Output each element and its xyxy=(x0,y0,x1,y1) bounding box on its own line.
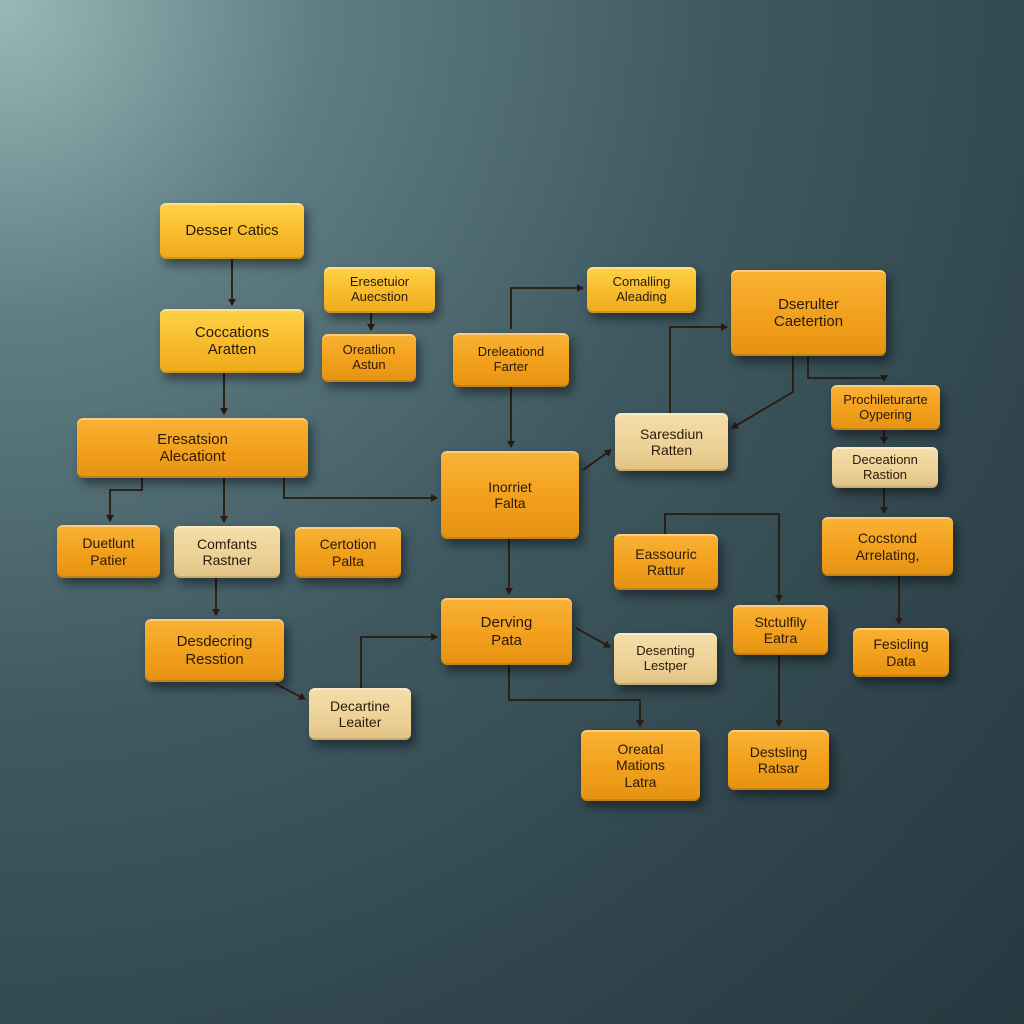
node-n18[interactable]: Dserulter Caetertion xyxy=(731,270,886,356)
node-label: Saresdiun Ratten xyxy=(639,425,704,458)
node-n1[interactable]: Desser Catics xyxy=(160,203,304,259)
node-n11[interactable]: Dreleationd Farter xyxy=(453,333,569,387)
edge-n7-n8 xyxy=(275,683,306,700)
node-label: Fesicling Data xyxy=(873,636,929,669)
node-label: Eresetuior Auecstion xyxy=(349,274,410,304)
edge-n18-n22 xyxy=(807,356,888,382)
node-n5[interactable]: Comfants Rastner xyxy=(174,526,280,578)
node-label: Cocstond Arrelating, xyxy=(855,530,920,563)
node-label: Eresatsion Alecationt xyxy=(157,430,228,465)
node-n12[interactable]: Comalling Aleading xyxy=(587,267,696,313)
node-n22[interactable]: Prochileturarte Oypering xyxy=(831,385,940,430)
edge-n17-n18 xyxy=(669,323,728,413)
node-label: Coccations Aratten xyxy=(194,323,270,358)
node-label: Oreatal Mations Latra xyxy=(615,741,666,790)
edge-n3-n4 xyxy=(106,478,143,522)
node-label: Derving Pata xyxy=(480,614,533,649)
node-n9[interactable]: Eresetuior Auecstion xyxy=(324,267,435,313)
edge-n3-n13 xyxy=(283,478,438,502)
node-label: Oreatlion Astun xyxy=(342,342,396,372)
node-n24[interactable]: Cocstond Arrelating, xyxy=(822,517,953,576)
edge-n13-n17 xyxy=(582,449,612,471)
edge-n11-n12 xyxy=(510,284,584,329)
node-n15[interactable]: Desenting Lestper xyxy=(614,633,717,685)
node-n19[interactable]: Eassouric Rattur xyxy=(614,534,718,590)
node-n8[interactable]: Decartine Leaiter xyxy=(309,688,411,740)
edge-n18-n17 xyxy=(731,356,794,429)
node-label: Dreleationd Farter xyxy=(477,344,545,374)
node-label: Duetlunt Patier xyxy=(82,535,135,568)
node-label: Destsling Ratsar xyxy=(749,743,808,776)
node-n23[interactable]: Deceationn Rastion xyxy=(832,447,938,488)
node-label: Comfants Rastner xyxy=(197,535,257,568)
edge-n14-n15 xyxy=(575,627,611,648)
node-n2[interactable]: Coccations Aratten xyxy=(160,309,304,373)
node-label: Decartine Leaiter xyxy=(330,697,390,730)
node-label: Desser Catics xyxy=(185,222,279,240)
edge-n8-n14 xyxy=(360,633,438,688)
node-label: Inorriet Falta xyxy=(488,478,532,511)
node-label: Deceationn Rastion xyxy=(852,451,918,482)
node-n17[interactable]: Saresdiun Ratten xyxy=(615,413,728,471)
node-n20[interactable]: Stctulfily Eatra xyxy=(733,605,828,655)
node-n6[interactable]: Certotion Palta xyxy=(295,527,401,578)
node-n25[interactable]: Fesicling Data xyxy=(853,628,949,677)
node-label: Desdecring Resstion xyxy=(176,633,253,668)
node-label: Prochileturarte Oypering xyxy=(843,391,928,422)
node-label: Comalling Aleading xyxy=(612,274,671,304)
node-n4[interactable]: Duetlunt Patier xyxy=(57,525,160,578)
node-label: Stctulfily Eatra xyxy=(754,613,807,646)
node-label: Eassouric Rattur xyxy=(635,545,697,578)
node-n14[interactable]: Derving Pata xyxy=(441,598,572,665)
node-n7[interactable]: Desdecring Resstion xyxy=(145,619,284,682)
node-label: Certotion Palta xyxy=(319,536,377,569)
node-label: Desenting Lestper xyxy=(636,643,695,673)
node-n3[interactable]: Eresatsion Alecationt xyxy=(77,418,308,478)
node-label: Dserulter Caetertion xyxy=(773,295,844,330)
node-n10[interactable]: Oreatlion Astun xyxy=(322,334,416,382)
node-n21[interactable]: Destsling Ratsar xyxy=(728,730,829,790)
node-n16[interactable]: Oreatal Mations Latra xyxy=(581,730,700,801)
node-n13[interactable]: Inorriet Falta xyxy=(441,451,579,539)
